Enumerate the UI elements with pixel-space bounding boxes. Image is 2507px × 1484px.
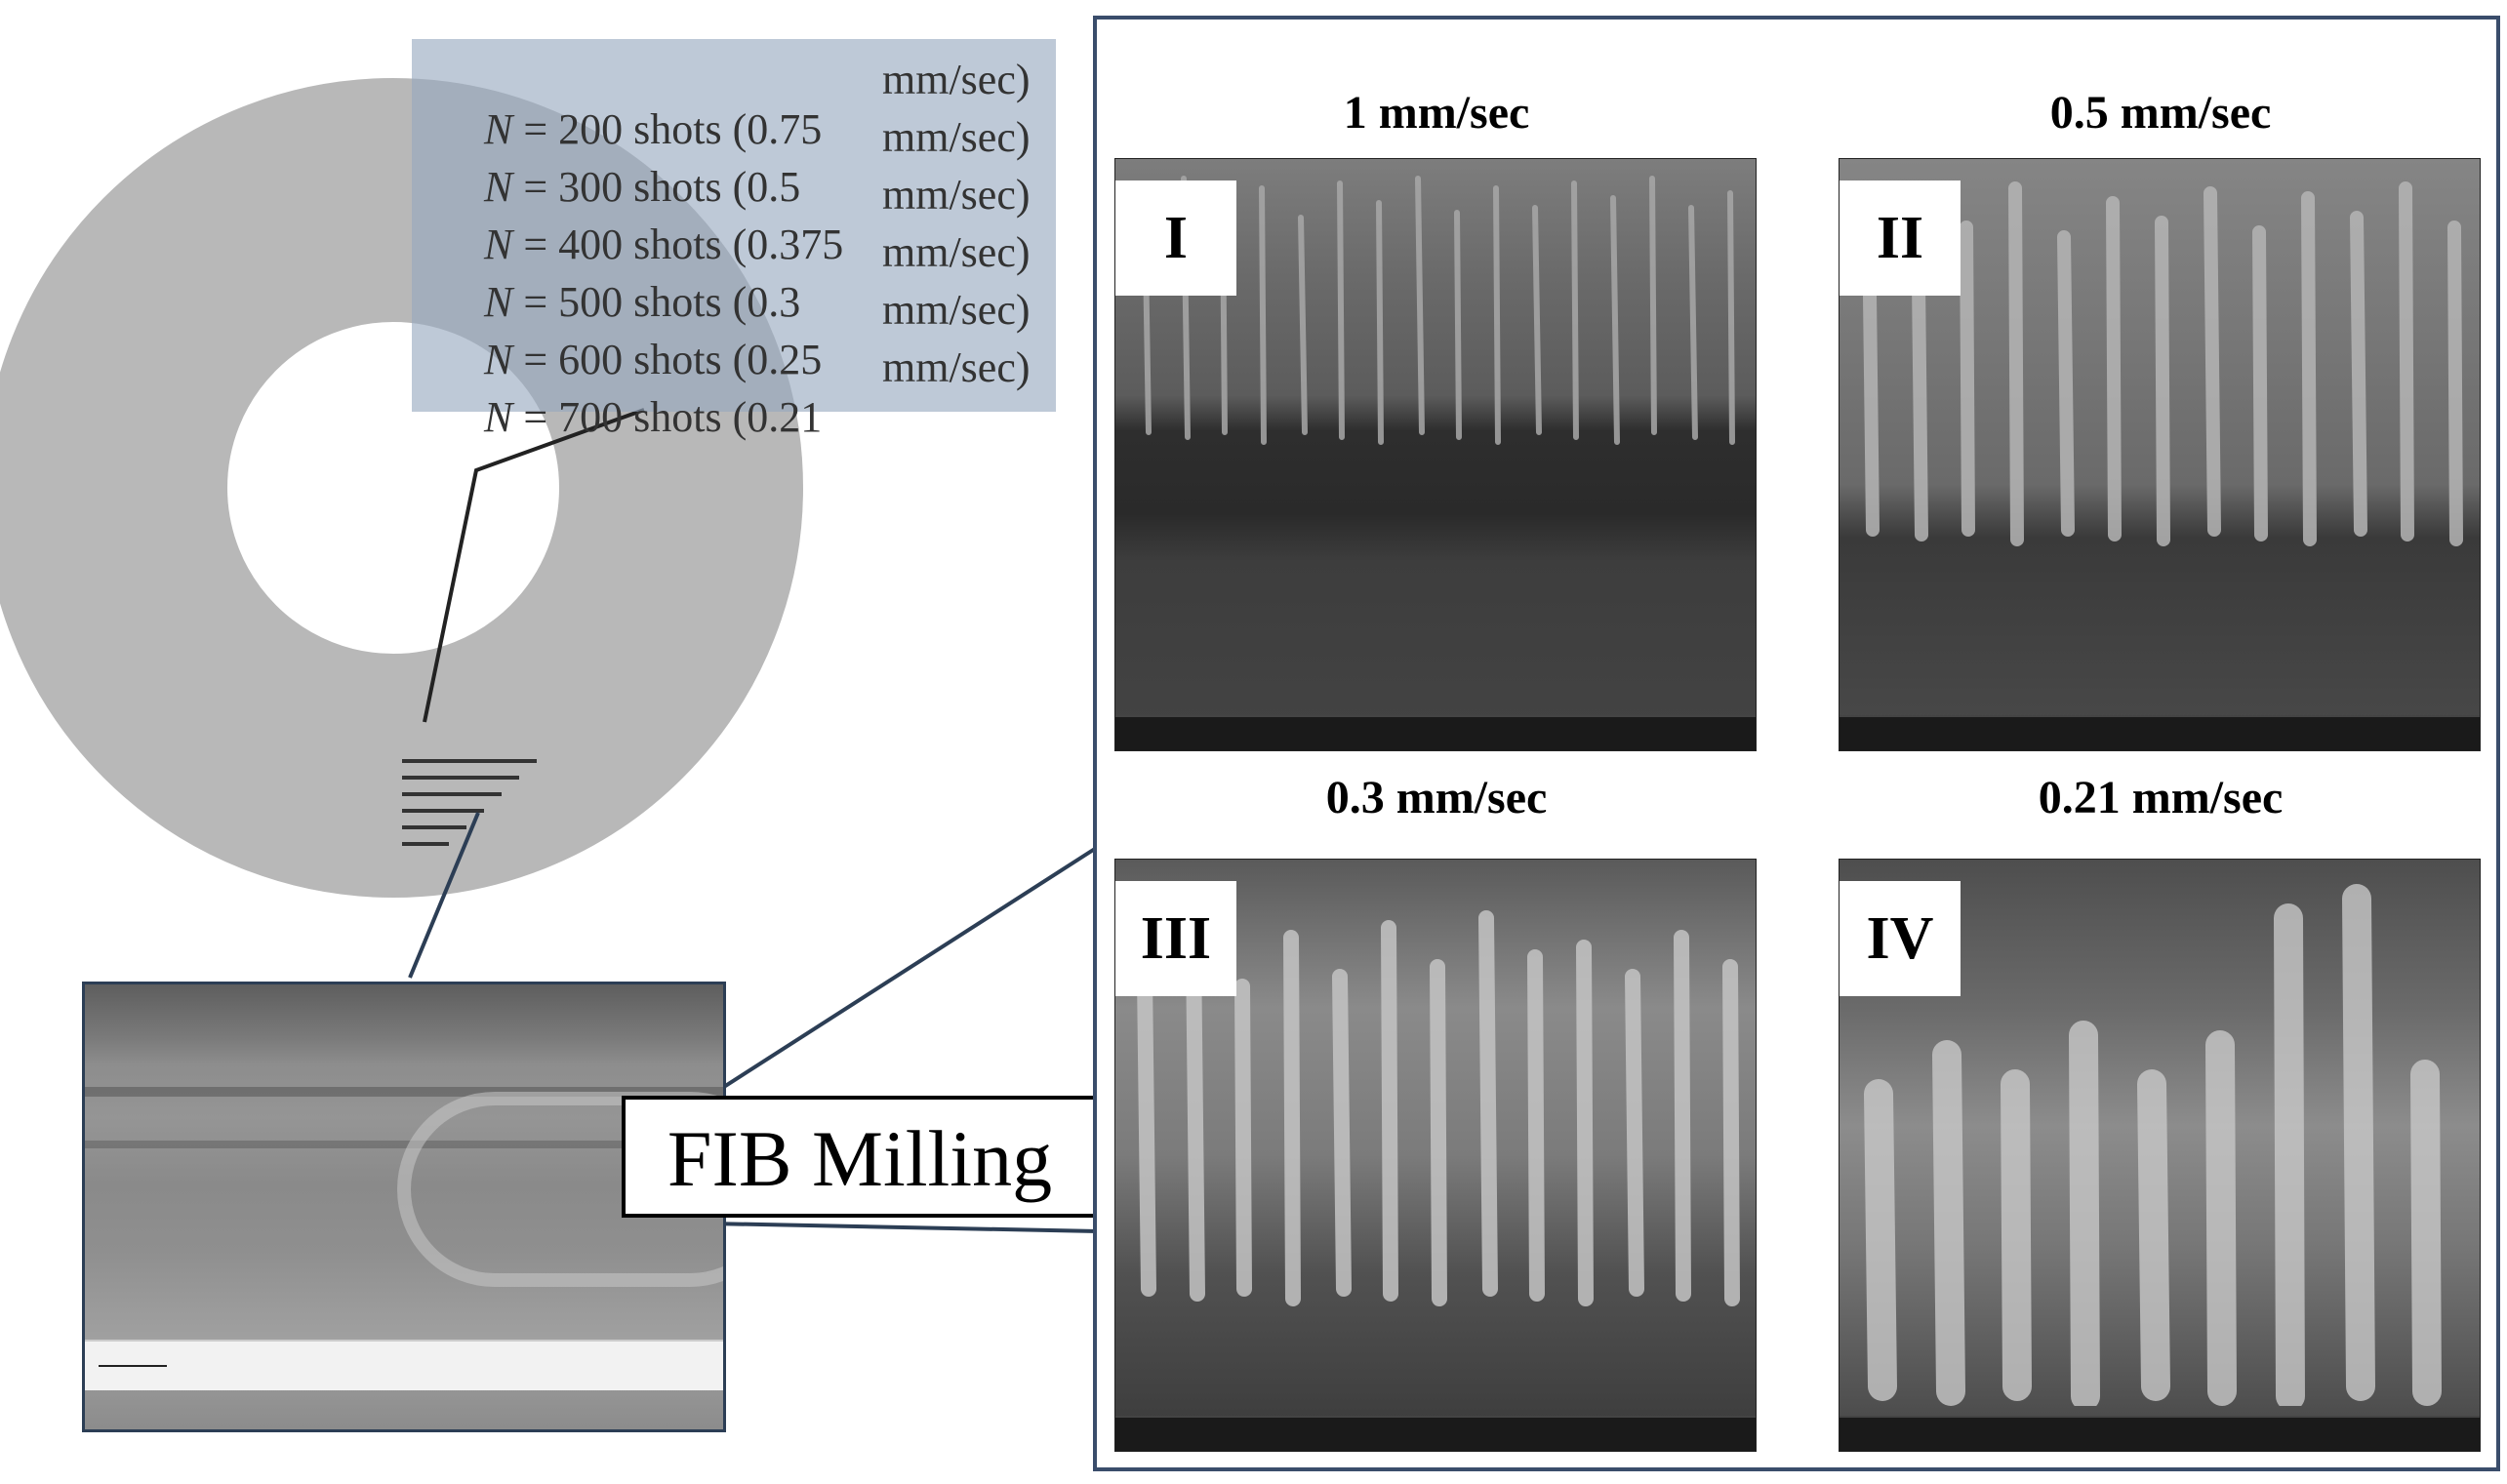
legend-n-symbol: N	[484, 221, 513, 268]
sem-overview-track-edge	[85, 1087, 723, 1097]
panel-numeral-2: II	[1840, 180, 1961, 296]
sem-overview-scale-bar	[99, 1365, 167, 1367]
sem-overview-info-bar	[85, 1340, 723, 1390]
sem-panel-3: III	[1114, 859, 1757, 1452]
legend-shots-text: = 400 shots (0.375	[512, 221, 844, 268]
sem-panel-1: I	[1114, 158, 1757, 751]
legend-shots-text: = 200 shots (0.75	[512, 105, 823, 153]
disk	[0, 78, 803, 898]
legend-n-symbol: N	[484, 278, 513, 326]
sem-overview-track-edge	[85, 1141, 723, 1148]
sem-overview-image	[82, 982, 726, 1432]
legend-unit: mm/sec)	[882, 113, 1031, 161]
panel-numeral-4: IV	[1840, 881, 1961, 996]
legend-row: N = 600 shots (0.25 mm/sec)	[441, 285, 1031, 434]
sem-data-bar	[1840, 715, 2480, 750]
legend-shots-text: = 700 shots (0.21	[512, 393, 823, 441]
panel-title-4: 0.21 mm/sec	[2038, 772, 2284, 823]
legend-unit: mm/sec)	[882, 171, 1031, 219]
panel-numeral-1: I	[1115, 180, 1236, 296]
legend-n-symbol: N	[484, 393, 513, 441]
legend-shots-text: = 500 shots (0.3	[512, 278, 801, 326]
scan-lines	[402, 759, 537, 846]
sem-data-bar	[1840, 1416, 2480, 1451]
nanostructure-texture	[1862, 181, 2463, 546]
legend-unit: mm/sec)	[882, 286, 1031, 334]
fib-milling-label: FIB Milling	[667, 1114, 1053, 1203]
panel-numeral-3: III	[1115, 881, 1236, 996]
legend-row: N = 700 shots (0.21 mm/sec)	[441, 342, 1031, 492]
fib-milling-label-box: FIB Milling	[622, 1096, 1098, 1218]
legend-row: N = 300 shots (0.5 mm/sec)	[441, 112, 1031, 261]
legend-n-symbol: N	[484, 163, 513, 211]
legend-n-symbol: N	[484, 336, 513, 383]
zoom-connector-lower	[408, 812, 480, 979]
nanostructure-texture	[1864, 884, 2442, 1406]
panel-title-3: 0.3 mm/sec	[1325, 772, 1548, 823]
sem-data-bar	[1115, 1416, 1756, 1451]
legend-unit: mm/sec)	[882, 343, 1031, 391]
legend-n-symbol: N	[484, 105, 513, 153]
legend-shots-text: = 600 shots (0.25	[512, 336, 823, 383]
panel-title-1: 1 mm/sec	[1343, 87, 1530, 139]
legend-leader-line	[423, 408, 645, 723]
legend-row: N = 500 shots (0.3 mm/sec)	[441, 227, 1031, 377]
sem-panel-4: IV	[1839, 859, 2481, 1452]
panel-title-2: 0.5 mm/sec	[2049, 87, 2272, 139]
legend-shots-text: = 300 shots (0.5	[512, 163, 801, 211]
legend-row: N = 400 shots (0.375 mm/sec)	[441, 170, 1031, 319]
shots-legend: N = 200 shots (0.75 mm/sec) N = 300 shots…	[412, 39, 1056, 441]
legend-unit: mm/sec)	[882, 228, 1031, 276]
sem-panel-2: II	[1839, 158, 2481, 751]
legend-row: N = 200 shots (0.75 mm/sec)	[441, 55, 1031, 204]
disk-ring	[0, 78, 803, 898]
legend-unit: mm/sec)	[882, 56, 1031, 103]
nanostructure-texture	[1137, 910, 1740, 1306]
sem-data-bar	[1115, 715, 1756, 750]
